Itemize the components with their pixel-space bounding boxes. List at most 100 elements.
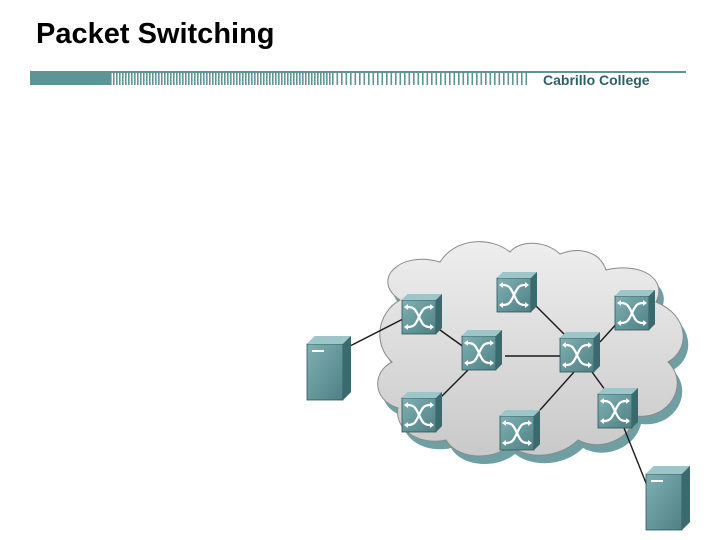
header-stripe — [336, 71, 339, 85]
header-stripe — [116, 71, 118, 85]
packet-switch-icon — [596, 386, 640, 430]
header-stripe — [194, 71, 196, 85]
link-host-left-sw-left-top — [349, 317, 406, 347]
header-stripe — [164, 71, 166, 85]
link-sw-right-bot-host-right — [623, 427, 649, 489]
header-stripe — [458, 71, 460, 85]
header-stripe — [158, 71, 160, 85]
header-stripe — [206, 71, 208, 85]
header-stripe — [269, 71, 271, 85]
header-stripe — [354, 71, 357, 85]
header-stripe — [131, 71, 133, 85]
header-stripe — [395, 71, 397, 85]
server-icon — [306, 335, 352, 401]
link-sw-center-sw-left-bot — [439, 369, 469, 399]
header-stripe — [170, 71, 172, 85]
header-stripe — [239, 71, 241, 85]
header-stripe — [381, 71, 384, 85]
header-stripe — [372, 71, 375, 85]
header-stripe — [248, 71, 250, 85]
header-stripe — [233, 71, 235, 85]
header-stripe — [215, 71, 217, 85]
header-stripe — [440, 71, 442, 85]
header-stripe — [161, 71, 163, 85]
header-stripe — [155, 71, 157, 85]
packet-switch-icon — [558, 330, 602, 374]
header-stripe — [191, 71, 193, 85]
header-bar — [30, 71, 686, 85]
header-stripe — [266, 71, 268, 85]
header-stripes — [110, 71, 528, 85]
header-stripe — [245, 71, 247, 85]
header-stripe — [498, 71, 501, 85]
header-stripe — [332, 71, 334, 85]
header-stripe — [489, 71, 492, 85]
sw-top — [495, 270, 539, 314]
header-stripe — [254, 71, 256, 85]
header-stripe — [263, 71, 265, 85]
header-stripe — [257, 71, 259, 85]
header-stripe — [417, 71, 420, 85]
header-stripe — [485, 71, 487, 85]
header-stripe — [230, 71, 232, 85]
header-stripe — [326, 71, 328, 85]
header-stripe — [119, 71, 121, 85]
header-stripe — [197, 71, 199, 85]
header-stripe — [521, 71, 523, 85]
slide-title: Packet Switching — [36, 18, 275, 50]
header-stripe — [476, 71, 478, 85]
packet-switch-icon — [495, 270, 539, 314]
header-stripe — [404, 71, 406, 85]
header-stripe — [386, 71, 388, 85]
header-stripe — [350, 71, 352, 85]
server-icon — [645, 465, 691, 531]
header-stripe — [408, 71, 411, 85]
brand-label: Cabrillo College — [543, 72, 650, 88]
header-stripe — [137, 71, 139, 85]
host-right — [645, 465, 691, 531]
sw-right-mid — [558, 330, 602, 374]
header-stripe — [221, 71, 223, 85]
header-stripe — [359, 71, 361, 85]
header-stripe — [296, 71, 298, 85]
header-stripe — [203, 71, 205, 85]
header-stripe — [140, 71, 142, 85]
header-stripe — [390, 71, 393, 85]
header-stripe — [185, 71, 187, 85]
host-left — [306, 335, 352, 401]
header-stripe — [462, 71, 465, 85]
header-stripe — [516, 71, 519, 85]
header-stripe — [287, 71, 289, 85]
header-stripe — [435, 71, 438, 85]
header-stripe — [293, 71, 295, 85]
header-stripe — [341, 71, 343, 85]
header-stripe — [227, 71, 229, 85]
header-stripe — [224, 71, 226, 85]
header-stripe — [149, 71, 151, 85]
header-stripe — [176, 71, 178, 85]
header-stripe — [305, 71, 307, 85]
header-stripe — [449, 71, 451, 85]
header-stripe — [471, 71, 474, 85]
header-stripe — [152, 71, 154, 85]
header-stripe — [281, 71, 283, 85]
header-stripe — [272, 71, 274, 85]
header-stripe — [444, 71, 447, 85]
header-stripe — [480, 71, 483, 85]
header-stripe — [453, 71, 456, 85]
packet-switch-icon — [460, 328, 504, 372]
header-stripe — [284, 71, 286, 85]
header-stripe — [146, 71, 148, 85]
packet-switch-icon — [498, 408, 542, 452]
header-stripe — [134, 71, 136, 85]
header-stripe — [494, 71, 496, 85]
header-stripe — [113, 71, 115, 85]
header-stripe — [314, 71, 316, 85]
header-stripe — [290, 71, 292, 85]
header-stripe — [236, 71, 238, 85]
header-stripe — [209, 71, 211, 85]
sw-right-top — [613, 288, 657, 332]
packet-switch-icon — [400, 390, 444, 434]
header-stripe — [308, 71, 310, 85]
